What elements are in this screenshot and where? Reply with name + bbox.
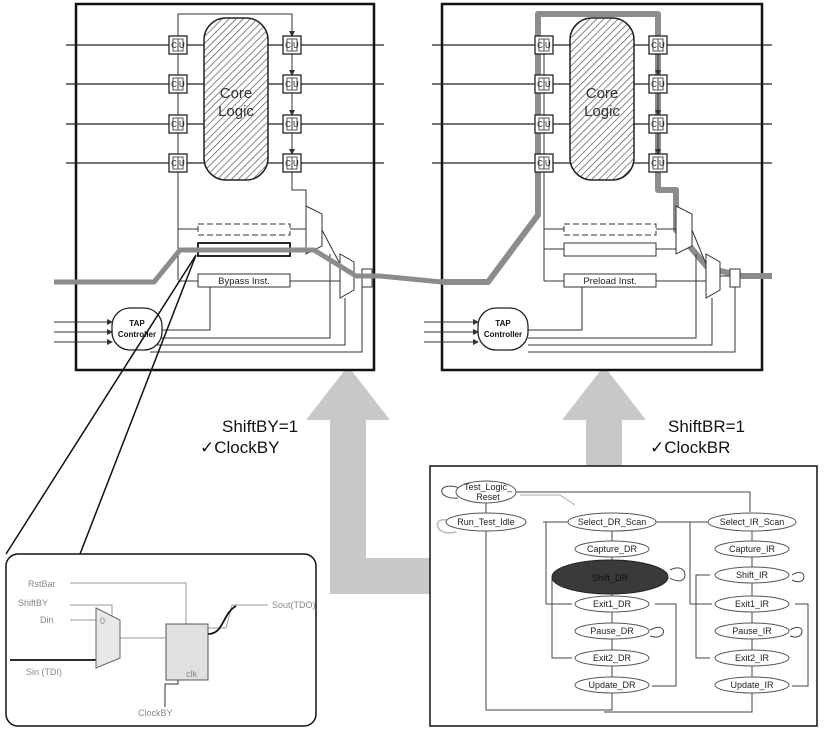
tap-state-machine: Test_Logic_ Reset Run_Test_Idle Select_D… xyxy=(429,465,818,727)
state-label: Update_DR xyxy=(588,680,636,690)
state-label: Reset xyxy=(476,492,500,502)
state-label: Exit1_DR xyxy=(593,599,632,609)
instruction-label: Bypass Inst. xyxy=(218,276,270,287)
bypass-mux xyxy=(95,607,121,669)
dr-mux xyxy=(305,205,323,255)
state-exit1-dr xyxy=(574,595,650,613)
tap-label: TAP xyxy=(495,319,511,328)
state-label: Select_DR_Scan xyxy=(578,517,647,527)
left-chip: Core Logic Bypass Inst. xyxy=(54,2,384,372)
cell-label: C|U xyxy=(537,41,551,50)
state-capture-dr xyxy=(574,540,650,558)
inter-chip-link xyxy=(379,273,443,285)
cell-label: C|U xyxy=(285,41,299,50)
shift-by-label: ShiftBY=1 xyxy=(222,417,298,436)
state-capture-ir xyxy=(714,540,790,558)
state-label: Exit1_IR xyxy=(735,599,770,609)
sout-label: Sout(TDO) xyxy=(272,600,316,610)
state-exit2-dr xyxy=(574,649,650,667)
shift-br-label: ShiftBR=1 xyxy=(668,417,745,436)
state-exit2-ir xyxy=(714,649,790,667)
cell-label: C|U xyxy=(285,80,299,89)
active-scan-path xyxy=(54,247,380,285)
state-label: Pause_IR xyxy=(732,626,772,636)
instruction-label: Preload Inst. xyxy=(583,276,636,287)
mux-input-label: 0 xyxy=(100,616,105,626)
shiftby-label: ShiftBY xyxy=(18,598,48,608)
clock-by-label: ✓ClockBY xyxy=(200,438,279,457)
state-label: Exit2_IR xyxy=(735,653,770,663)
cell-label: C|U xyxy=(537,159,551,168)
state-label: Shift_IR xyxy=(736,570,769,580)
state-label: Exit2_DR xyxy=(593,653,632,663)
core-logic-block xyxy=(569,17,635,181)
cell-label: C|U xyxy=(285,120,299,129)
state-label: Select_IR_Scan xyxy=(720,517,785,527)
cell-label: C|U xyxy=(171,120,185,129)
state-run-test-idle xyxy=(445,512,527,532)
cell-label: C|U xyxy=(171,80,185,89)
cell-label: C|U xyxy=(651,120,665,129)
cell-label: C|U xyxy=(651,41,665,50)
state-label: Run_Test_Idle xyxy=(457,517,515,527)
state-pause-dr xyxy=(574,622,650,640)
tap-label: Controller xyxy=(484,330,522,339)
output-mux xyxy=(339,253,355,299)
state-pause-ir xyxy=(714,622,790,640)
cell-label: C|U xyxy=(171,159,185,168)
core-logic-label: Core xyxy=(220,85,253,102)
state-label: Pause_DR xyxy=(590,626,634,636)
clk-pin-label: clk xyxy=(186,669,197,679)
tap-controller xyxy=(111,307,163,351)
din-label: Din xyxy=(40,615,54,625)
output-mux xyxy=(705,253,721,299)
core-logic-label: Logic xyxy=(218,103,254,120)
tap-label: TAP xyxy=(129,319,145,328)
core-logic-label: Logic xyxy=(584,103,620,120)
tap-controller xyxy=(477,307,529,351)
bypass-flipflop xyxy=(165,623,209,681)
cell-label: C|U xyxy=(285,159,299,168)
state-select-dr-scan xyxy=(567,512,657,532)
tdo-flop xyxy=(729,268,741,288)
rstbar-label: RstBar xyxy=(28,579,56,589)
state-label: Capture_IR xyxy=(729,544,776,554)
state-update-ir xyxy=(714,676,790,694)
clock-br-label: ✓ClockBR xyxy=(650,438,730,457)
state-label: Update_IR xyxy=(730,680,774,690)
state-label: Capture_DR xyxy=(587,544,638,554)
state-update-dr xyxy=(574,676,650,694)
state-test-logic-reset xyxy=(455,480,517,504)
dr-mux xyxy=(675,205,693,255)
sin-label: Sin (TDI) xyxy=(26,667,62,677)
cell-label: C|U xyxy=(537,80,551,89)
cell-label: C|U xyxy=(537,120,551,129)
core-logic-block xyxy=(203,17,269,181)
bypass-zoom-callout: 0 clk RstBar ShiftBY Din Sin (TDI) Sout(… xyxy=(5,254,317,727)
right-chip: Core Logic Preload Inst. xyxy=(424,2,772,372)
state-shift-ir xyxy=(714,566,790,584)
state-select-ir-scan xyxy=(707,512,797,532)
cell-label: C|U xyxy=(171,41,185,50)
clockby-label: ClockBY xyxy=(138,708,173,718)
core-logic-label: Core xyxy=(586,85,619,102)
state-shift-dr-active xyxy=(551,559,669,595)
bypass-register xyxy=(563,242,657,257)
state-exit1-ir xyxy=(714,595,790,613)
tap-label: Controller xyxy=(118,330,156,339)
state-label: Shift_DR xyxy=(592,573,629,583)
cell-label: C|U xyxy=(651,80,665,89)
state-label: Test_Logic_ xyxy=(464,482,513,492)
cell-label: C|U xyxy=(651,159,665,168)
